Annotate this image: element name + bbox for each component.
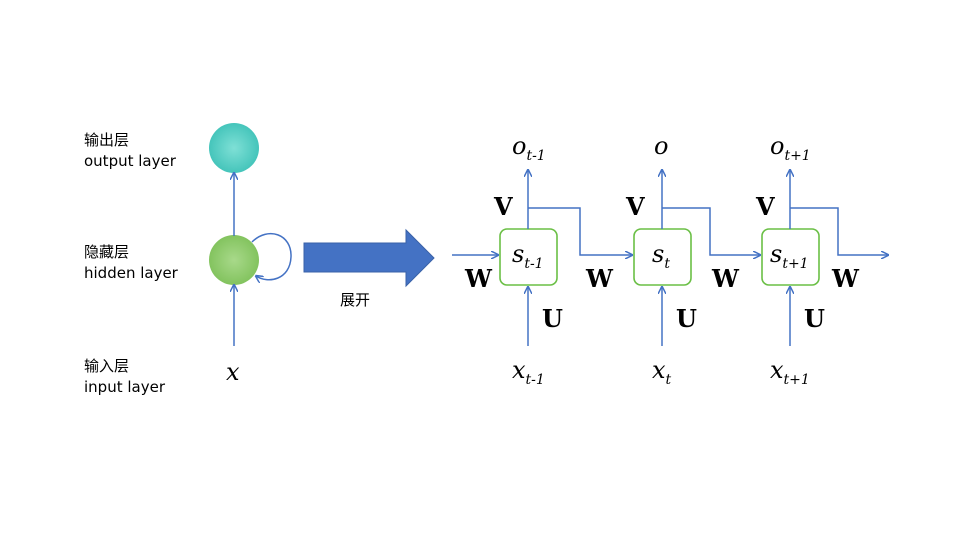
v-label-3: V (756, 192, 775, 221)
output-label-t+1: ot+1 (770, 132, 811, 164)
w-label-4: W (832, 264, 859, 293)
w-arrow-t-1 (528, 207, 632, 255)
w-arrow-t (662, 207, 760, 255)
u-label-3: U (804, 304, 825, 333)
state-label-t+1: st+1 (770, 240, 809, 272)
recurrent-loop-arrow (251, 232, 292, 280)
state-label-t-1: st-1 (512, 240, 544, 272)
input-label-t+1: xt+1 (770, 356, 810, 388)
input-layer-label-cn: 输入层 (84, 357, 130, 375)
w-label-3: W (712, 264, 739, 293)
input-layer-label-en: input layer (84, 378, 165, 396)
input-symbol: x (226, 358, 240, 386)
v-label-2: V (626, 192, 645, 221)
u-label-1: U (542, 304, 563, 333)
w-arrow-t+1 (790, 207, 888, 255)
output-layer-label-cn: 输出层 (84, 131, 130, 149)
hidden-layer-label-cn: 隐藏层 (84, 243, 130, 261)
w-label-2: W (586, 264, 613, 293)
w-label-1: W (465, 264, 492, 293)
input-label-t: xt (652, 356, 672, 388)
output-node (209, 123, 259, 173)
unfold-arrow (303, 228, 435, 288)
v-label-1: V (494, 192, 513, 221)
unfold-label: 展开 (340, 291, 371, 309)
state-label-t: st (652, 240, 670, 272)
output-label-t-1: ot-1 (512, 132, 546, 164)
hidden-layer-label-en: hidden layer (84, 264, 178, 282)
output-label-t: o (654, 132, 669, 160)
u-label-2: U (676, 304, 697, 333)
input-label-t-1: xt-1 (512, 356, 545, 388)
hidden-node (209, 235, 259, 285)
output-layer-label-en: output layer (84, 152, 176, 170)
